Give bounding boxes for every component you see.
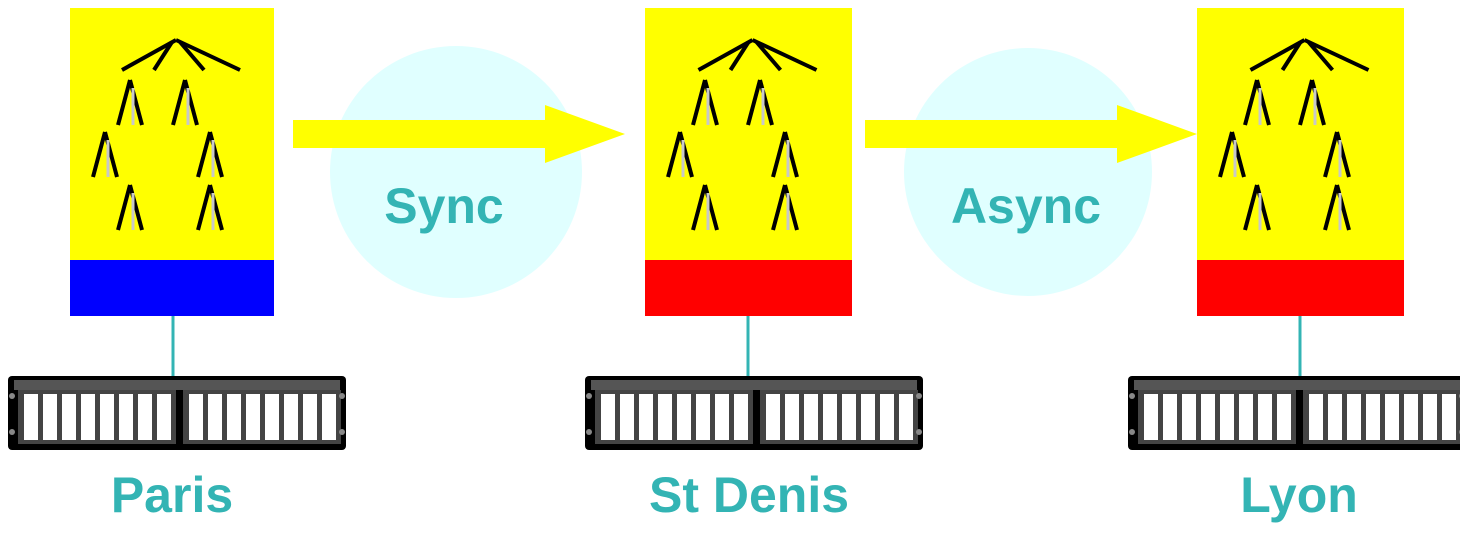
- disk-array-icon: [585, 376, 923, 450]
- sync-bubble: [330, 46, 582, 298]
- role-bar: [1197, 260, 1404, 316]
- site-lyon: [1128, 8, 1460, 450]
- sync-label: Sync: [384, 178, 504, 234]
- document-tree-icon: [1218, 38, 1370, 231]
- site-paris: [8, 8, 346, 450]
- site-label-paris: Paris: [110, 467, 234, 523]
- site-label-lyon: Lyon: [1240, 467, 1358, 523]
- document-tree-icon: [666, 38, 818, 231]
- async-bubble: [904, 48, 1152, 296]
- document-tree-icon: [91, 38, 241, 231]
- site-label-st-denis: St Denis: [648, 467, 850, 523]
- right-arrow-icon: [865, 105, 1197, 163]
- sync-arrow: [293, 105, 625, 163]
- right-arrow-icon: [293, 105, 625, 163]
- async-arrow: [865, 105, 1197, 163]
- disk-array-icon: [1128, 376, 1460, 450]
- role-bar: [70, 260, 274, 316]
- document-box: [1197, 8, 1404, 260]
- site-st-denis: [585, 8, 923, 450]
- role-bar: [645, 260, 852, 316]
- async-label: Async: [950, 178, 1102, 234]
- document-box: [645, 8, 852, 260]
- document-box: [70, 8, 274, 260]
- disk-array-icon: [8, 376, 346, 450]
